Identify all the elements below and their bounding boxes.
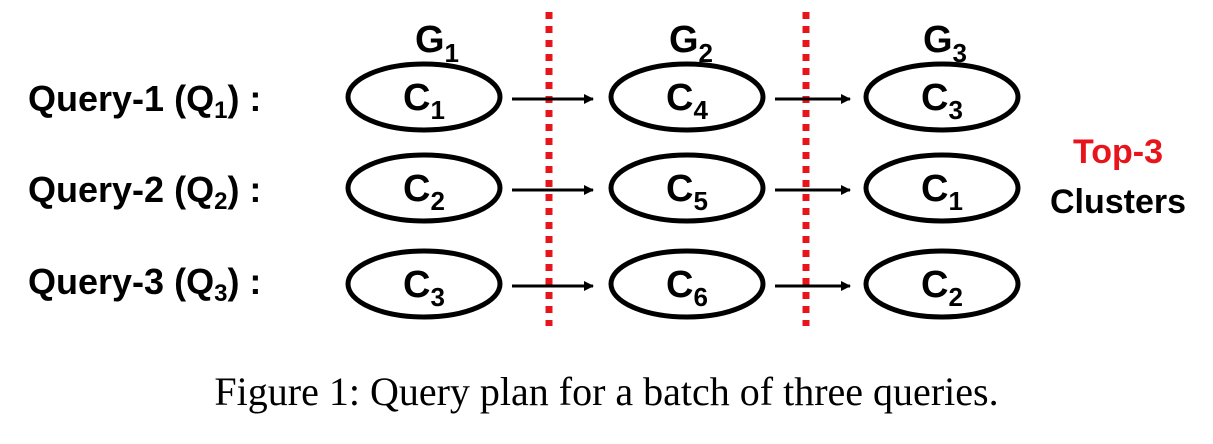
query-label-3: Query-3 (Q3) : [28, 261, 261, 307]
cluster-node [608, 152, 766, 224]
query-label-1: Query-1 (Q1) : [28, 78, 261, 124]
cluster-node [863, 152, 1021, 224]
cluster-label: C2 [921, 264, 963, 312]
figure-caption: Figure 1: Query plan for a batch of thre… [214, 369, 999, 414]
cluster-node [863, 248, 1021, 320]
group-header-2: G2 [669, 19, 713, 68]
cluster-node [863, 61, 1021, 133]
group-header-1: G1 [415, 19, 459, 68]
cluster-node [608, 248, 766, 320]
top-k-label: Top-3 [1073, 133, 1163, 171]
cluster-node [608, 61, 766, 133]
cluster-label: C3 [921, 77, 963, 125]
cluster-node [345, 152, 503, 224]
cluster-node [345, 248, 503, 320]
cluster-label: C1 [921, 168, 963, 216]
cluster-label: C4 [666, 77, 708, 125]
cluster-label: C1 [403, 77, 445, 125]
cluster-label: C2 [403, 168, 445, 216]
group-header-3: G3 [923, 19, 967, 68]
cluster-label: C6 [666, 264, 708, 312]
cluster-label: C5 [666, 168, 708, 216]
query-label-2: Query-2 (Q2) : [28, 169, 261, 215]
cluster-node [345, 61, 503, 133]
clusters-label: Clusters [1050, 183, 1186, 221]
cluster-label: C3 [403, 264, 445, 312]
